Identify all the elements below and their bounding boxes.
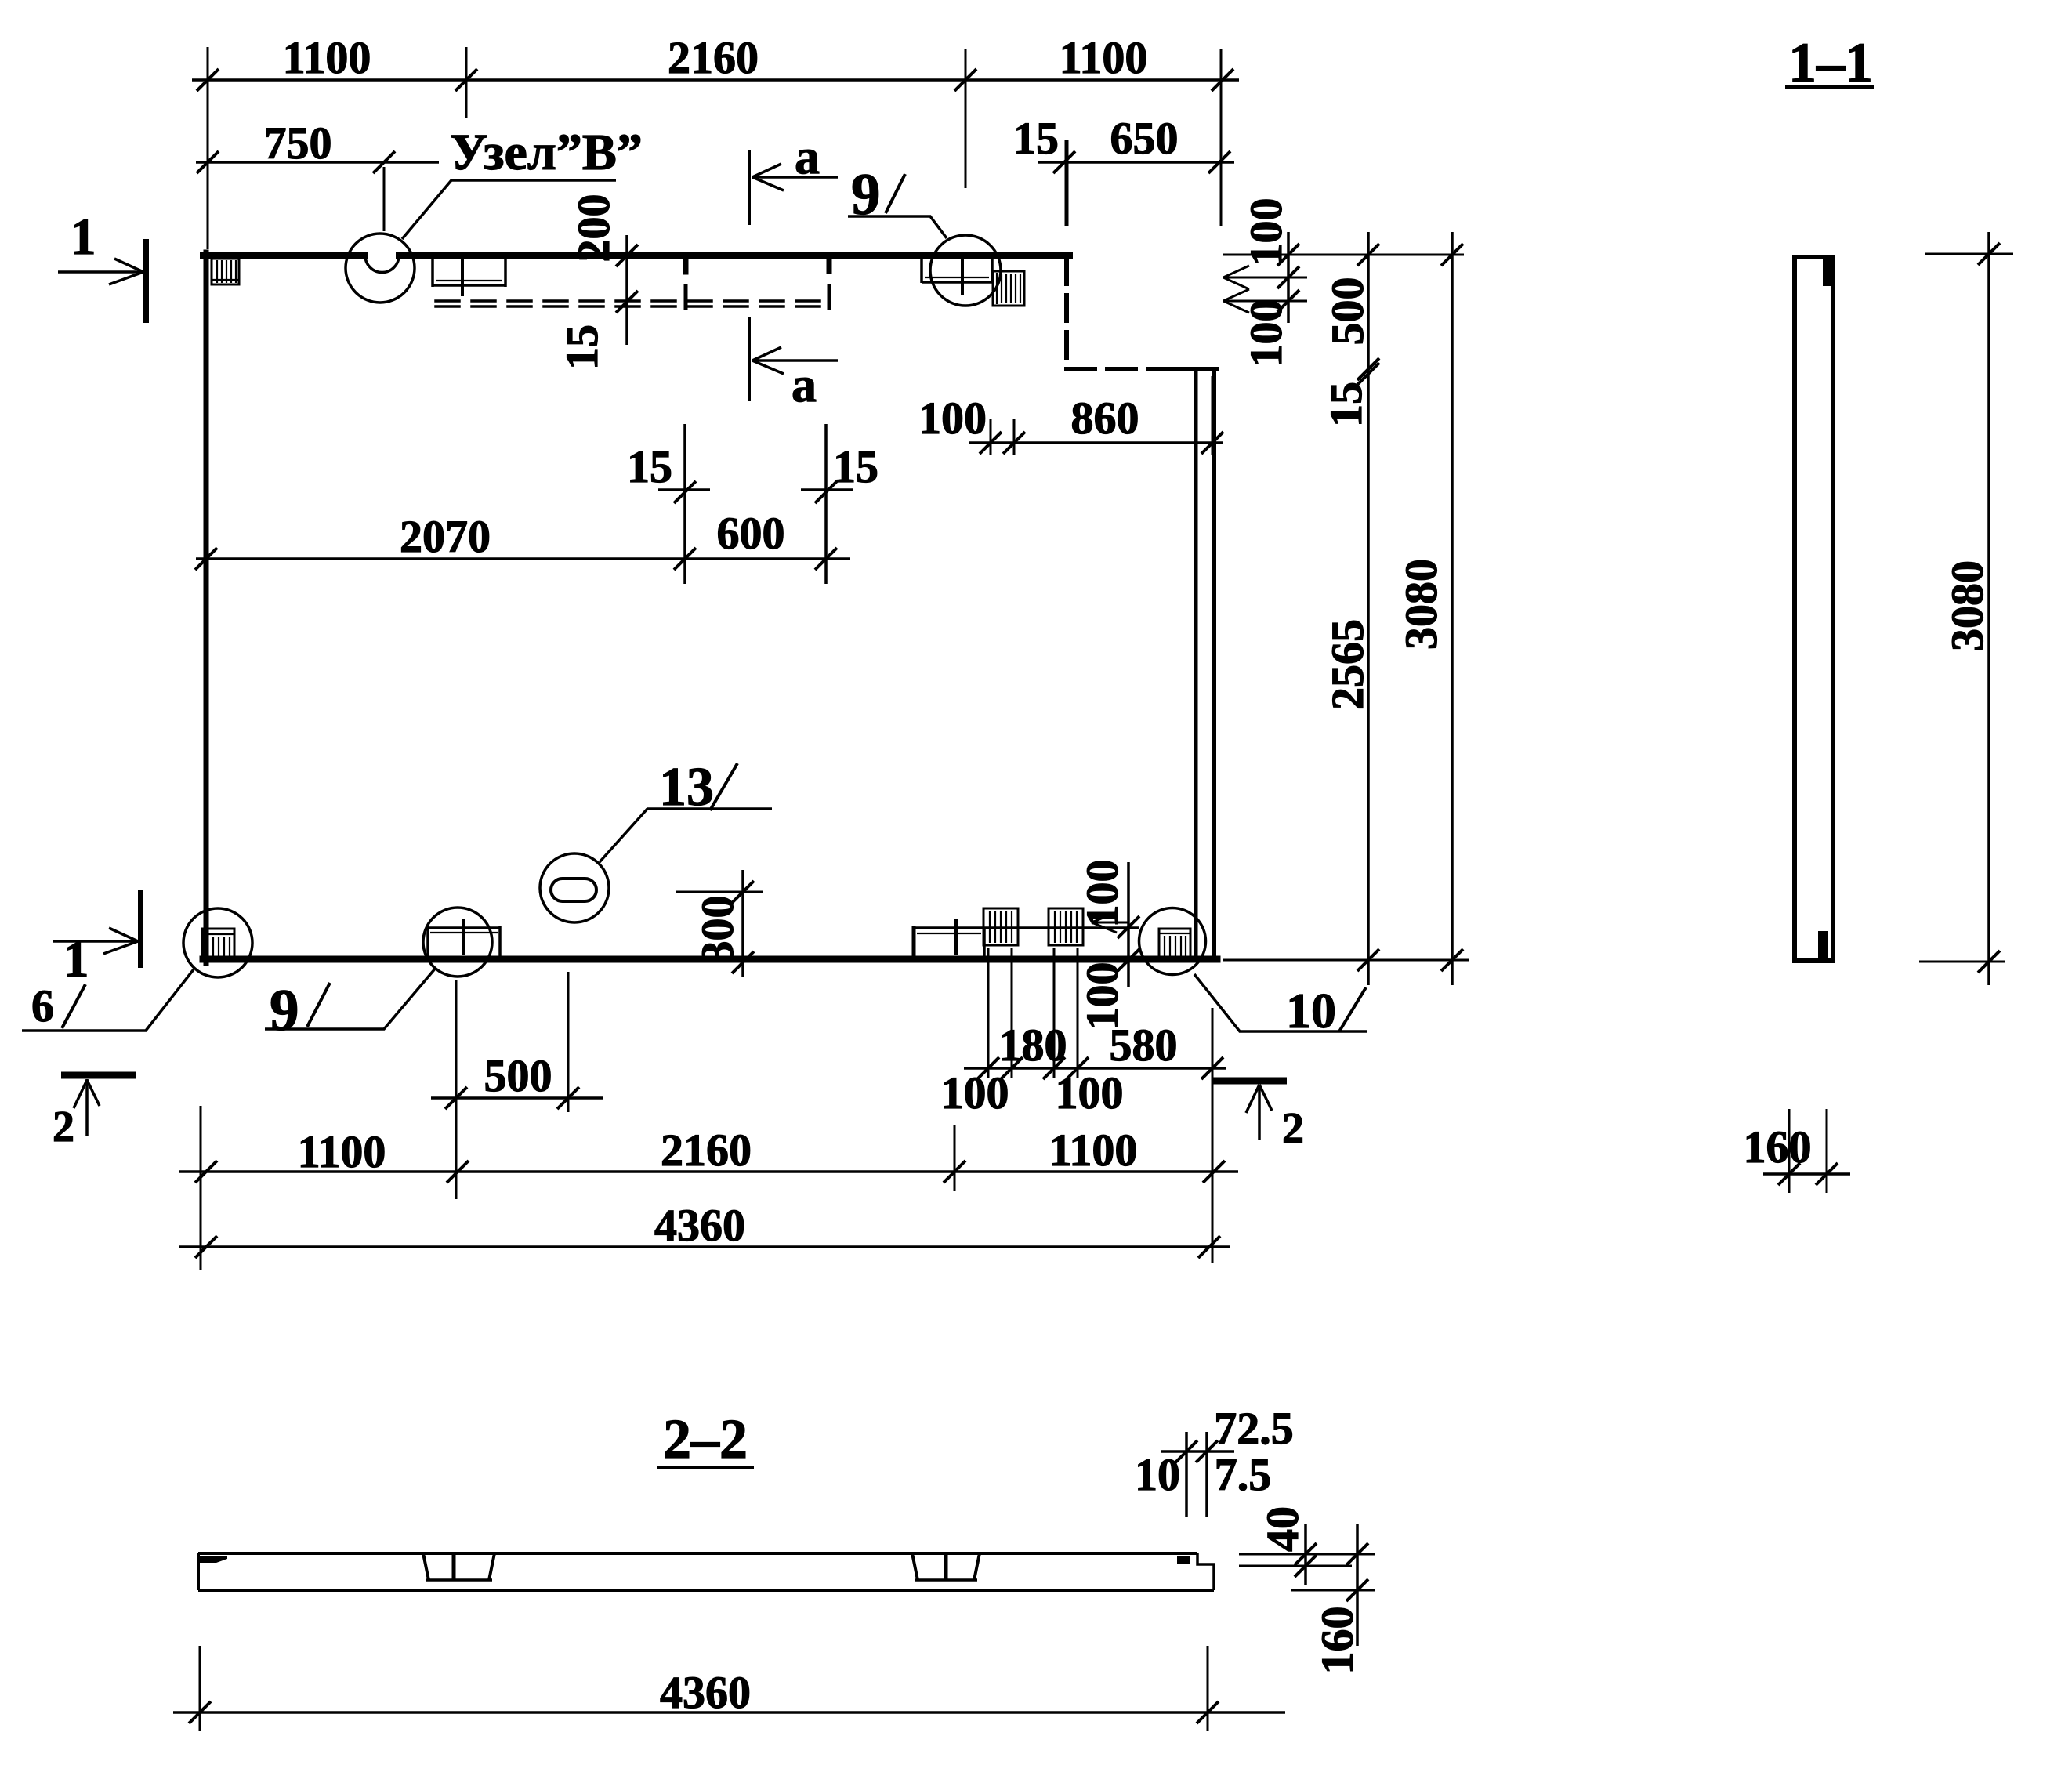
svg-text:600: 600 bbox=[717, 508, 785, 559]
svg-text:15: 15 bbox=[556, 324, 607, 370]
svg-text:650: 650 bbox=[1110, 113, 1179, 164]
svg-text:860: 860 bbox=[1071, 393, 1139, 444]
svg-text:1: 1 bbox=[71, 208, 96, 266]
svg-text:15: 15 bbox=[627, 441, 672, 492]
svg-text:2070: 2070 bbox=[400, 511, 491, 562]
svg-text:10: 10 bbox=[1135, 1449, 1180, 1500]
svg-text:160: 160 bbox=[1312, 1607, 1363, 1675]
svg-text:1100: 1100 bbox=[1060, 32, 1148, 83]
svg-text:100: 100 bbox=[918, 393, 987, 444]
svg-text:10: 10 bbox=[1286, 983, 1336, 1038]
svg-text:3080: 3080 bbox=[1942, 560, 1993, 651]
svg-text:2565: 2565 bbox=[1322, 619, 1373, 710]
svg-text:580: 580 bbox=[1110, 1020, 1178, 1071]
svg-text:1100: 1100 bbox=[1049, 1125, 1138, 1176]
svg-text:15: 15 bbox=[1320, 382, 1371, 427]
svg-text:4360: 4360 bbox=[654, 1200, 745, 1251]
svg-text:2: 2 bbox=[53, 1103, 74, 1151]
svg-text:1100: 1100 bbox=[283, 32, 371, 83]
svg-text:15: 15 bbox=[1013, 113, 1059, 164]
svg-text:2: 2 bbox=[1282, 1104, 1304, 1153]
svg-text:100: 100 bbox=[1241, 198, 1291, 266]
svg-text:300: 300 bbox=[692, 896, 743, 964]
svg-text:100: 100 bbox=[1241, 299, 1291, 368]
svg-text:9: 9 bbox=[851, 162, 881, 227]
svg-text:2160: 2160 bbox=[661, 1125, 752, 1176]
svg-text:100: 100 bbox=[1056, 1067, 1124, 1118]
svg-text:6: 6 bbox=[31, 980, 54, 1031]
svg-text:2–2: 2–2 bbox=[663, 1408, 748, 1470]
svg-text:a: a bbox=[791, 357, 817, 412]
svg-text:1–1: 1–1 bbox=[1788, 31, 1873, 94]
svg-text:13: 13 bbox=[659, 757, 714, 817]
svg-text:a: a bbox=[795, 129, 820, 184]
svg-text:Узел”В”: Узел”В” bbox=[450, 124, 643, 181]
svg-text:180: 180 bbox=[999, 1020, 1067, 1071]
svg-text:200: 200 bbox=[568, 194, 619, 263]
svg-text:40: 40 bbox=[1257, 1506, 1308, 1552]
svg-text:3080: 3080 bbox=[1396, 559, 1447, 650]
svg-text:100: 100 bbox=[1077, 860, 1128, 928]
svg-text:7.5: 7.5 bbox=[1215, 1449, 1272, 1500]
svg-text:1: 1 bbox=[63, 931, 89, 988]
svg-text:72.5: 72.5 bbox=[1214, 1403, 1294, 1454]
svg-text:9: 9 bbox=[270, 978, 299, 1043]
svg-text:4360: 4360 bbox=[660, 1667, 751, 1718]
svg-text:500: 500 bbox=[484, 1050, 552, 1101]
svg-text:1100: 1100 bbox=[298, 1126, 386, 1177]
svg-text:750: 750 bbox=[264, 118, 332, 169]
svg-text:15: 15 bbox=[833, 441, 878, 492]
svg-text:160: 160 bbox=[1744, 1122, 1812, 1172]
svg-text:2160: 2160 bbox=[668, 32, 759, 83]
svg-text:500: 500 bbox=[1322, 277, 1373, 346]
svg-text:100: 100 bbox=[1077, 962, 1128, 1031]
svg-text:100: 100 bbox=[941, 1067, 1009, 1118]
